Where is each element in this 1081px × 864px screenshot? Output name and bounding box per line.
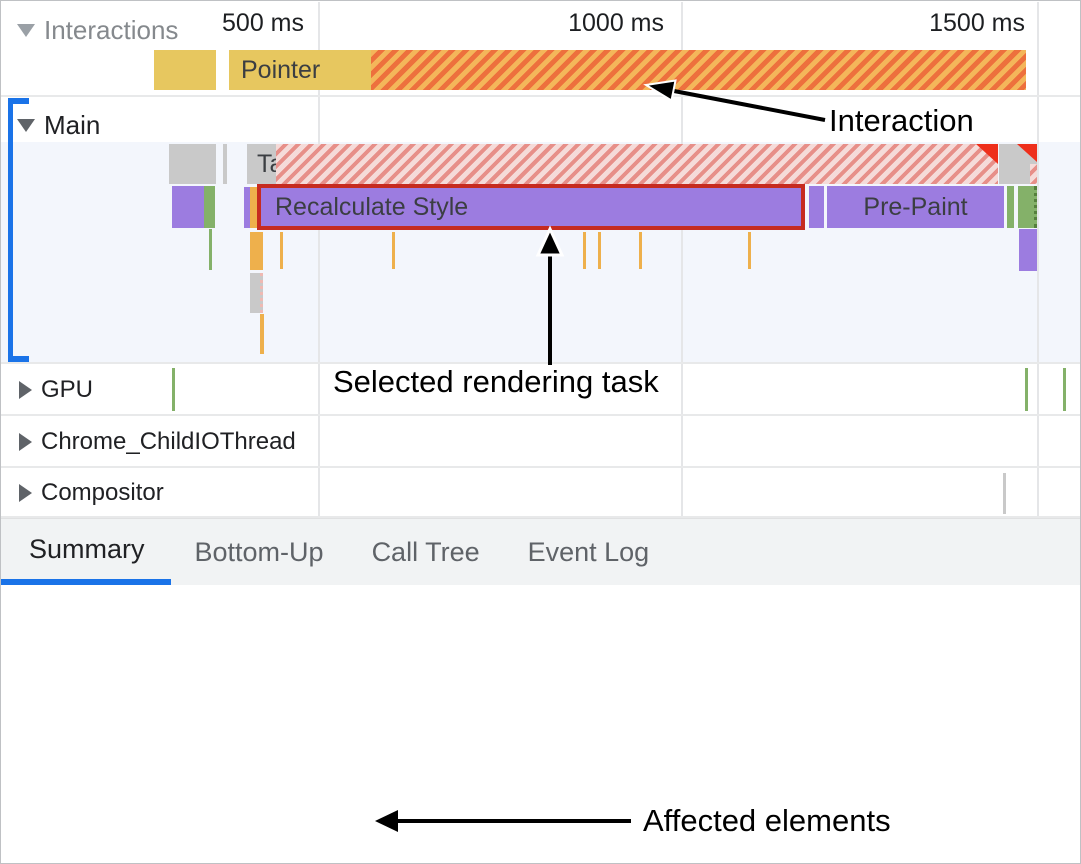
flame-segment-recalculate-style[interactable] xyxy=(172,186,204,228)
flame-segment-script-tick[interactable] xyxy=(639,232,642,269)
flame-segment-recalculate-style[interactable] xyxy=(244,187,250,228)
flame-segment-gpu-activity-tick[interactable] xyxy=(172,368,175,411)
flame-segment-long-task-corner[interactable] xyxy=(1017,144,1037,162)
flame-segment-label: Pre-Paint xyxy=(863,192,968,221)
flame-segment-long-task-corner[interactable] xyxy=(976,144,998,164)
selected-track-indicator xyxy=(8,98,13,362)
flame-segment-script-tick[interactable] xyxy=(598,232,601,269)
track-label: GPU xyxy=(41,376,94,403)
selected-track-indicator-top xyxy=(8,98,29,104)
annotation-affected-elements: Affected elements xyxy=(643,803,891,838)
flame-segment-script-tick[interactable] xyxy=(260,314,264,354)
ruler-gridline xyxy=(1037,2,1039,518)
chevron-right-icon[interactable] xyxy=(19,381,32,399)
flame-segment-pre-paint[interactable]: Pre-Paint xyxy=(827,186,1004,228)
flame-segment-script-tick[interactable] xyxy=(250,232,263,270)
flame-segment-paint[interactable] xyxy=(1007,186,1014,228)
track-divider xyxy=(1,414,1080,416)
track-divider xyxy=(1,516,1080,518)
selected-track-indicator-bottom xyxy=(8,356,29,362)
flame-segment-long-task[interactable]: Task xyxy=(247,144,308,184)
annotation-interaction: Interaction xyxy=(829,103,974,138)
summary-pane: Recalculate Style Total Time 752.09 ms S… xyxy=(1,585,1080,863)
flame-segment-long-task-candystripe[interactable] xyxy=(1030,164,1037,184)
flame-segment-interaction-event[interactable] xyxy=(154,50,216,90)
track-divider xyxy=(1,466,1080,468)
flame-segment-paint-tick[interactable] xyxy=(209,229,212,270)
flame-segment-pointer-interaction-candystripe[interactable] xyxy=(371,50,1026,90)
chevron-down-icon[interactable] xyxy=(17,24,35,37)
flame-segment-script[interactable] xyxy=(250,187,257,228)
ruler-time-label: 1000 ms xyxy=(568,9,664,37)
track-label: Chrome_ChildIOThread xyxy=(41,428,296,455)
track-header-main[interactable]: Main xyxy=(17,110,100,141)
track-header-compositor[interactable]: Compositor xyxy=(19,479,164,507)
flame-segment-long-task-candystripe[interactable] xyxy=(276,144,998,184)
flame-segment-recalculate-style[interactable] xyxy=(1019,229,1037,271)
flame-segment-paint[interactable] xyxy=(204,186,215,228)
track-divider xyxy=(1,95,1080,97)
flame-segment-task[interactable] xyxy=(223,144,227,184)
track-label: Compositor xyxy=(41,479,164,506)
details-tab-strip: Summary Bottom-Up Call Tree Event Log xyxy=(1,518,1080,585)
chevron-down-icon[interactable] xyxy=(17,119,35,132)
flame-segment-label: Pointer xyxy=(241,55,321,84)
flame-segment-task[interactable] xyxy=(169,144,216,184)
annotation-selected-task: Selected rendering task xyxy=(333,364,659,399)
flame-segment-compositor-activity-tick[interactable] xyxy=(1003,473,1006,514)
flame-segment-pointer-interaction[interactable]: Pointer xyxy=(229,50,371,90)
flame-segment-script-tick[interactable] xyxy=(748,232,751,269)
chevron-right-icon[interactable] xyxy=(19,484,32,502)
flame-segment-task[interactable] xyxy=(250,273,263,313)
flame-segment-paint[interactable] xyxy=(1018,186,1037,228)
flame-segment-gpu-activity-tick[interactable] xyxy=(1063,368,1066,411)
tab-event-log[interactable]: Event Log xyxy=(527,536,650,567)
tab-call-tree[interactable]: Call Tree xyxy=(371,536,480,567)
track-label: Main xyxy=(44,110,101,140)
tab-bottom-up[interactable]: Bottom-Up xyxy=(194,536,324,567)
flame-segment-script-tick[interactable] xyxy=(583,232,586,269)
track-header-io[interactable]: Chrome_ChildIOThread xyxy=(19,428,296,456)
flame-segment-script-tick[interactable] xyxy=(392,232,395,269)
ruler-time-label: 500 ms xyxy=(222,9,304,37)
flame-segment-recalculate-style[interactable] xyxy=(809,186,824,228)
flame-segment-gpu-activity-tick[interactable] xyxy=(1025,368,1028,411)
chevron-right-icon[interactable] xyxy=(19,433,32,451)
flame-segment-script-tick[interactable] xyxy=(280,232,283,269)
ruler-time-label: 1500 ms xyxy=(929,9,1025,37)
track-header-gpu[interactable]: GPU xyxy=(19,376,93,404)
ruler-gridline xyxy=(318,2,320,518)
ruler-gridline xyxy=(681,2,683,518)
track-divider xyxy=(1,362,1080,364)
track-header-interactions[interactable]: Interactions xyxy=(17,15,178,46)
track-label: Interactions xyxy=(44,15,179,45)
flame-segment-selected-recalculate-style[interactable]: Recalculate Style xyxy=(257,184,805,230)
flame-segment-label: Recalculate Style xyxy=(275,192,469,221)
tab-summary[interactable]: Summary xyxy=(1,519,171,585)
